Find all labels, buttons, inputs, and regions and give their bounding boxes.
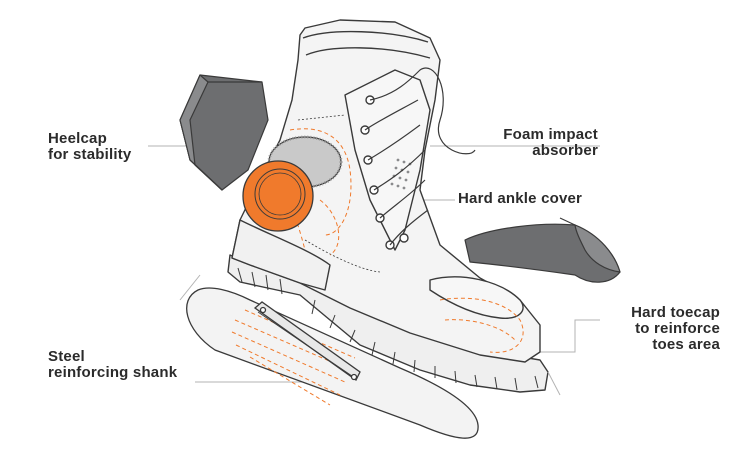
- toecap-protector: [464, 217, 621, 283]
- label-foam-line1: Foam impact: [503, 126, 598, 143]
- label-toecap-line3: toes area: [652, 336, 720, 353]
- label-shank-line2: reinforcing shank: [48, 364, 178, 381]
- guide-lines: [179, 274, 561, 396]
- pointer-toecap: [520, 319, 600, 353]
- label-shank-line1: Steel: [48, 348, 85, 365]
- label-toecap-line2: to reinforce: [635, 320, 720, 337]
- label-hard-toecap: Hard toecap to reinforce toes area: [631, 305, 720, 353]
- hard-ankle-cover: [242, 160, 314, 232]
- boot-tongue: [344, 69, 431, 251]
- label-toecap-line1: Hard toecap: [631, 304, 720, 321]
- label-heelcap: Heelcap for stability: [48, 131, 131, 163]
- label-foam-line2: absorber: [532, 142, 598, 159]
- heelcap-protector: [179, 74, 269, 191]
- label-steel-shank: Steel reinforcing shank: [48, 349, 177, 381]
- boot: [227, 19, 549, 393]
- label-hard-ankle-cover: Hard ankle cover: [458, 191, 582, 207]
- label-heelcap-line2: for stability: [48, 146, 132, 163]
- label-ankle-line1: Hard ankle cover: [458, 190, 583, 207]
- label-heelcap-line1: Heelcap: [48, 130, 107, 147]
- label-foam-impact-absorber: Foam impact absorber: [503, 127, 598, 159]
- steel-shank: [253, 301, 361, 381]
